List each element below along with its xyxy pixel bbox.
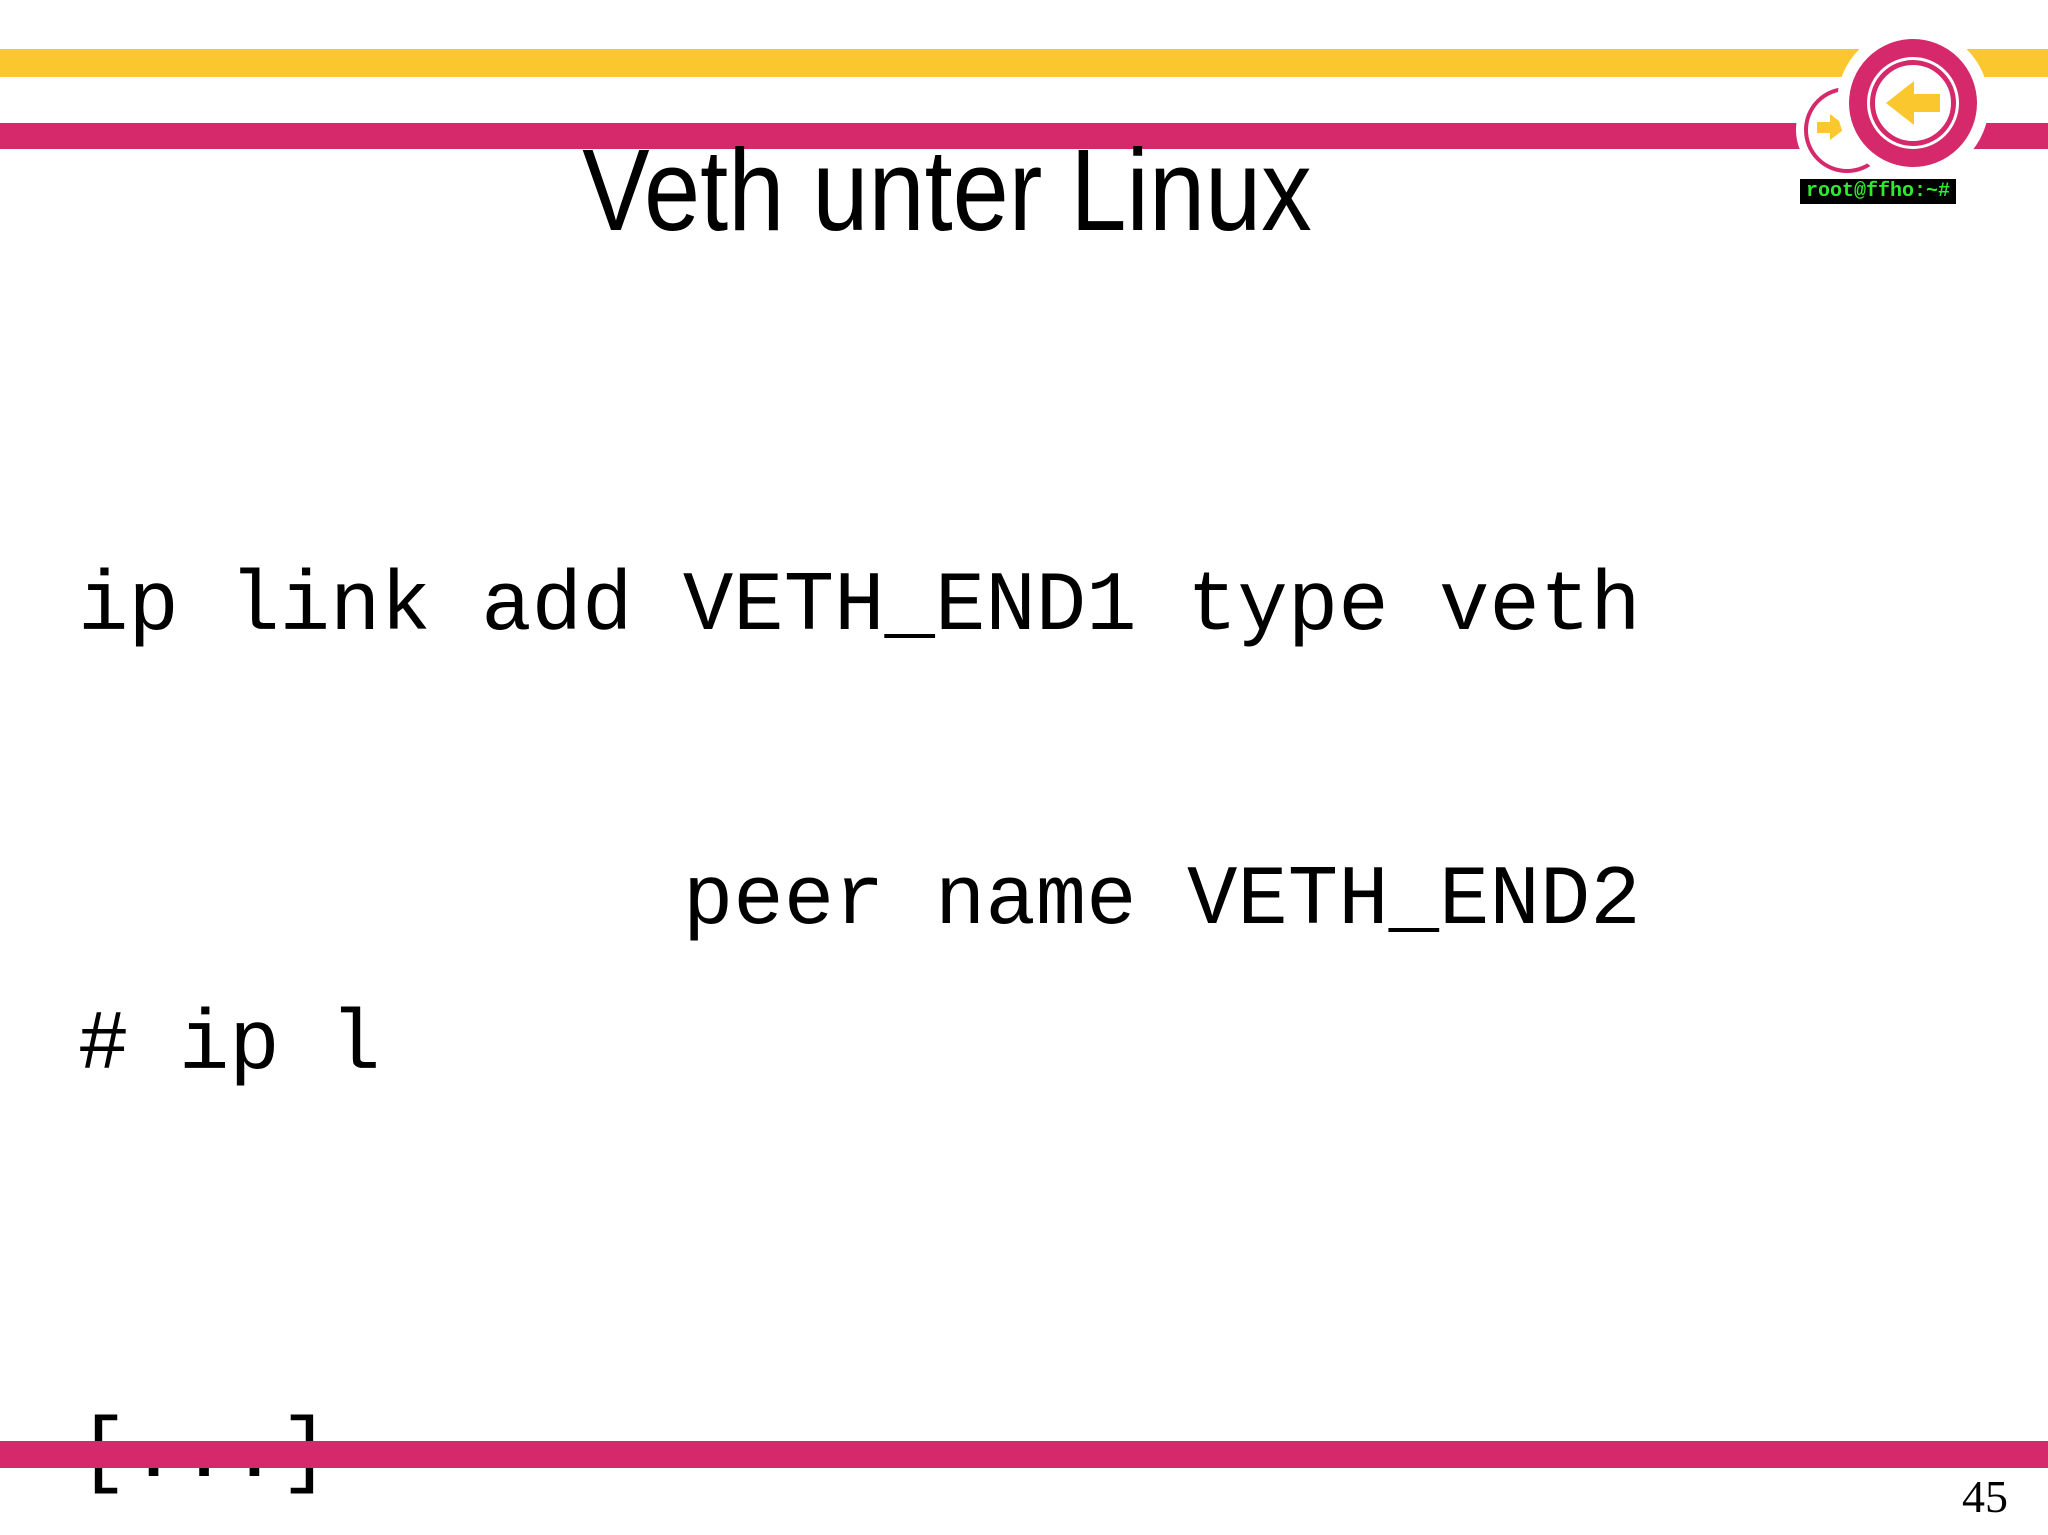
bottom-pink-bar	[0, 1441, 2048, 1468]
left-arrow-icon	[1886, 81, 1940, 125]
code-block-output: # ip l [...] 24: VETH_END2@VETH_END1: [.…	[78, 707, 1641, 1535]
terminal-prompt-text: root@ffho:~#	[1806, 180, 1951, 203]
big-ring-icon	[1849, 39, 1977, 167]
code-block-command: ip link add VETH_END1 type veth peer nam…	[78, 363, 1641, 1147]
page-number: 45	[1962, 1471, 2008, 1522]
slide-title: Veth unter Linux	[582, 125, 1312, 255]
top-pink-bar	[0, 123, 2048, 149]
terminal-prompt-badge: root@ffho:~#	[1800, 179, 1957, 204]
top-yellow-bar	[0, 49, 2048, 77]
right-arrow-icon	[1817, 114, 1847, 140]
code-line: peer name VETH_END2	[78, 854, 1641, 949]
code-line: # ip l	[78, 999, 381, 1094]
code-line: ip link add VETH_END1 type veth	[78, 560, 1641, 655]
inner-ring-icon	[1870, 60, 1956, 146]
